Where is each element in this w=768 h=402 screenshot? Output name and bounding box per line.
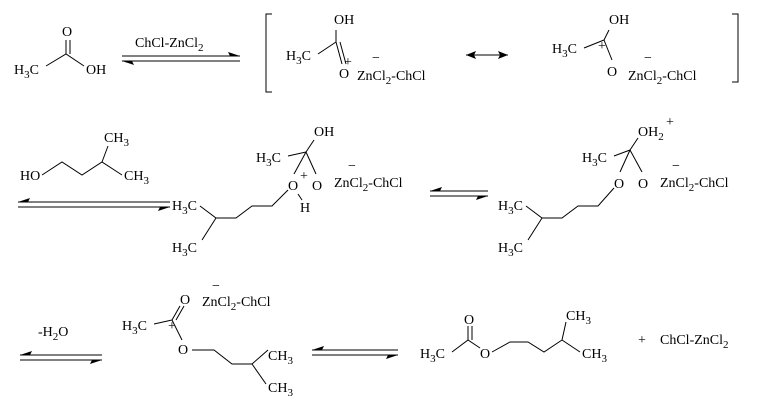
- svg-text:−: −: [672, 159, 680, 174]
- plus-sign: +: [638, 333, 646, 348]
- svg-text:−: −: [212, 279, 220, 294]
- isoamyl-alcohol: HO CH3 CH3: [20, 131, 149, 187]
- svg-text:−: −: [372, 51, 380, 66]
- svg-text:O: O: [288, 179, 298, 194]
- svg-text:O: O: [180, 293, 190, 308]
- svg-text:H3C: H3C: [286, 49, 311, 67]
- hydroxyl-label: OH: [86, 63, 106, 78]
- svg-text:H3C: H3C: [172, 241, 197, 259]
- svg-text:CH3: CH3: [124, 169, 149, 187]
- svg-text:+: +: [300, 169, 308, 184]
- svg-text:HO: HO: [20, 169, 40, 184]
- carbonyl-oxygen: O: [62, 25, 72, 40]
- ester-complex: H3C O + O − ZnCl2-ChCl CH3 CH3: [122, 279, 293, 399]
- equilibrium-arrow-3: [430, 187, 488, 200]
- svg-text:O: O: [614, 177, 624, 192]
- svg-text:H: H: [300, 201, 310, 216]
- svg-text:O: O: [339, 67, 349, 82]
- svg-text:O: O: [312, 179, 322, 194]
- resonance-arrow: [466, 51, 508, 59]
- svg-text:+: +: [666, 115, 674, 130]
- svg-text:CH3: CH3: [582, 347, 607, 365]
- svg-text:−: −: [644, 51, 652, 66]
- water-loss-label: -H2O: [38, 325, 68, 343]
- svg-text:O: O: [480, 347, 490, 362]
- svg-text:ZnCl2-ChCl: ZnCl2-ChCl: [357, 69, 426, 87]
- svg-text:H3C: H3C: [498, 199, 523, 217]
- svg-text:H3C: H3C: [172, 199, 197, 217]
- isoamyl-acetate: H3C O O CH3 CH3: [420, 309, 607, 365]
- svg-text:H3C: H3C: [420, 347, 445, 365]
- h3c-label: H3C: [14, 63, 39, 81]
- svg-text:+: +: [598, 39, 606, 54]
- svg-text:+: +: [168, 319, 176, 334]
- catalyst-regenerated: + ChCl-ZnCl2: [638, 333, 729, 351]
- svg-text:+: +: [344, 55, 352, 70]
- svg-text:O: O: [638, 177, 648, 192]
- svg-text:H3C: H3C: [498, 241, 523, 259]
- svg-text:−: −: [348, 159, 356, 174]
- svg-text:ZnCl2-ChCl: ZnCl2-ChCl: [334, 176, 403, 194]
- svg-text:ZnCl2-ChCl: ZnCl2-ChCl: [202, 295, 271, 313]
- svg-text:O: O: [178, 343, 188, 358]
- protonated-intermediate: H3C OH2 + O O − ZnCl2-ChCl H3C H3C: [498, 115, 729, 259]
- svg-text:OH: OH: [334, 13, 354, 28]
- resonance-bracket: [265, 13, 739, 93]
- complex-resonance-a: H3C OH + O − ZnCl2-ChCl: [286, 13, 426, 87]
- reagent-label: ChCl-ZnCl2: [135, 36, 204, 54]
- svg-text:OH: OH: [314, 125, 334, 140]
- svg-text:H3C: H3C: [122, 319, 147, 337]
- svg-text:H3C: H3C: [582, 151, 607, 169]
- svg-text:CH3: CH3: [268, 349, 293, 367]
- svg-text:ZnCl2-ChCl: ZnCl2-ChCl: [660, 176, 729, 194]
- svg-text:H3C: H3C: [256, 151, 281, 169]
- svg-text:O: O: [464, 313, 474, 328]
- equilibrium-arrow-4: -H2O: [20, 325, 102, 364]
- svg-text:OH: OH: [609, 13, 629, 28]
- equilibrium-arrow-5: [312, 346, 398, 359]
- svg-text:H3C: H3C: [552, 42, 577, 60]
- svg-text:CH3: CH3: [268, 381, 293, 399]
- equilibrium-arrow-1: ChCl-ZnCl2: [122, 36, 240, 65]
- svg-text:OH2: OH2: [638, 125, 664, 143]
- svg-text:CH3: CH3: [104, 131, 129, 149]
- svg-text:ZnCl2-ChCl: ZnCl2-ChCl: [628, 69, 697, 87]
- acetic-acid: H3C O OH: [14, 25, 106, 81]
- svg-text:O: O: [607, 65, 617, 80]
- equilibrium-arrow-2: [18, 198, 170, 211]
- svg-text:ChCl-ZnCl2: ChCl-ZnCl2: [660, 333, 729, 351]
- svg-text:CH3: CH3: [566, 309, 591, 327]
- tetrahedral-intermediate: H3C OH O O + H − ZnCl2-ChCl H3C H3C: [172, 125, 403, 259]
- complex-resonance-b: H3C OH + O − ZnCl2-ChCl: [552, 13, 697, 87]
